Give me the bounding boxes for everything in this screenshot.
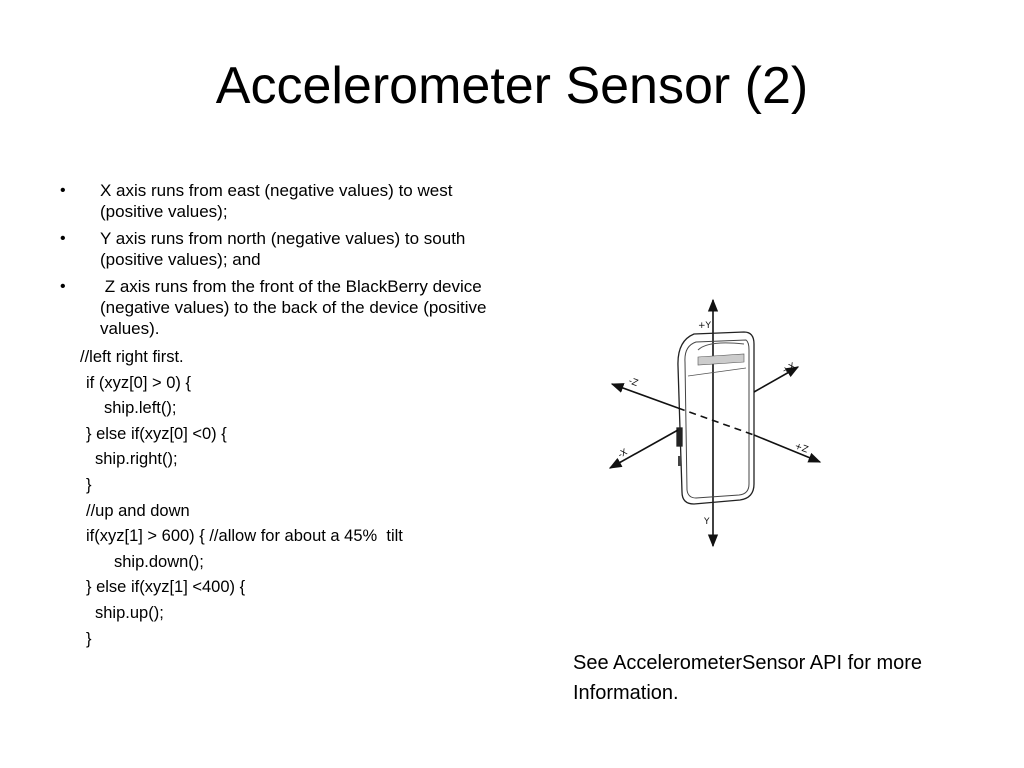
bullet-text: Y axis runs from north (negative values)… [100, 229, 466, 269]
plus-y-label: +Y [698, 321, 712, 331]
z-axis-line-hidden [677, 407, 755, 436]
plus-x-label: +X [781, 361, 798, 376]
bullet-text: X axis runs from east (negative values) … [100, 181, 453, 221]
minus-z-label: -Z [627, 376, 639, 389]
code-line: ship.left(); [104, 399, 177, 418]
bullet-item-x-axis: • X axis runs from east (negative values… [58, 180, 498, 222]
z-axis-line-front [610, 383, 679, 409]
code-line: ship.down(); [114, 552, 204, 571]
slide-title: Accelerometer Sensor (2) [215, 57, 809, 115]
x-axis-line-right [753, 366, 800, 393]
code-line: //up and down [86, 501, 190, 520]
api-reference-note: See AccelerometerSensor API for more Inf… [573, 652, 923, 704]
code-line: } else if(xyz[1] <400) { [86, 578, 246, 597]
code-block: //left right first. if (xyz[0] > 0) { sh… [58, 345, 498, 652]
plus-z-label: +Z [793, 441, 809, 455]
x-axis-line-left [608, 429, 679, 469]
code-line: } [86, 629, 92, 648]
z-axis-line-back [753, 434, 822, 463]
code-line: if (xyz[0] > 0) { [86, 373, 191, 392]
bullet-dot-icon: • [60, 182, 66, 199]
blackberry-phone-icon [676, 331, 755, 505]
bullet-list: • X axis runs from east (negative values… [58, 180, 498, 339]
bullet-item-z-axis: • Z axis runs from the front of the Blac… [58, 276, 498, 339]
code-line: //left right first. [80, 348, 184, 366]
accelerometer-axes-diagram: +Y Y +X -X +Z -Z [598, 296, 826, 552]
code-line: } else if(xyz[0] <0) { [86, 424, 227, 443]
bullet-text: Z axis runs from the front of the BlackB… [100, 277, 492, 338]
code-line: if(xyz[1] > 600) { //allow for about a 4… [86, 527, 403, 546]
minus-y-label: Y [703, 517, 710, 527]
bullet-dot-icon: • [60, 278, 66, 295]
bullet-dot-icon: • [60, 230, 66, 247]
slide-body: • X axis runs from east (negative values… [58, 180, 498, 652]
bullet-item-y-axis: • Y axis runs from north (negative value… [58, 228, 498, 270]
code-line: ship.right(); [95, 450, 178, 469]
code-line: ship.up(); [95, 603, 164, 622]
code-line: } [86, 475, 92, 494]
minus-x-label: -X [617, 448, 630, 461]
